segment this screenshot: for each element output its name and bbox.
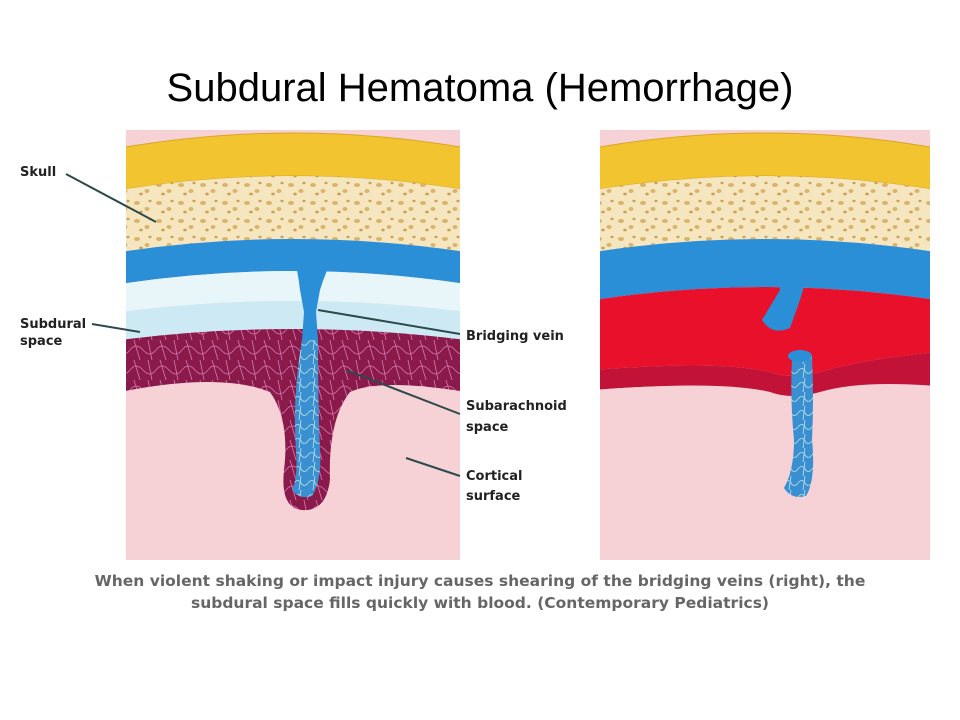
caption-line-1: When violent shaking or impact injury ca…	[94, 572, 866, 590]
caption-line-2: subdural space fills quickly with blood.…	[190, 594, 770, 612]
label-cortical-surface: Cortical surface	[466, 469, 527, 504]
leader-lines	[65, 173, 461, 477]
hematoma-illustration: Skull Subdural space Bridging vein Subar…	[20, 130, 930, 560]
label-subdural-space: Subdural space	[20, 317, 91, 349]
label-subarachnoid-space: Subarachnoid space	[466, 399, 571, 435]
slide-title: Subdural Hematoma (Hemorrhage)	[166, 66, 794, 110]
hematoma-panel	[600, 130, 930, 560]
figure-caption: When violent shaking or impact injury ca…	[20, 570, 940, 614]
normal-panel	[126, 130, 460, 560]
label-bridging-vein: Bridging vein	[466, 329, 564, 344]
label-skull: Skull	[20, 165, 56, 180]
